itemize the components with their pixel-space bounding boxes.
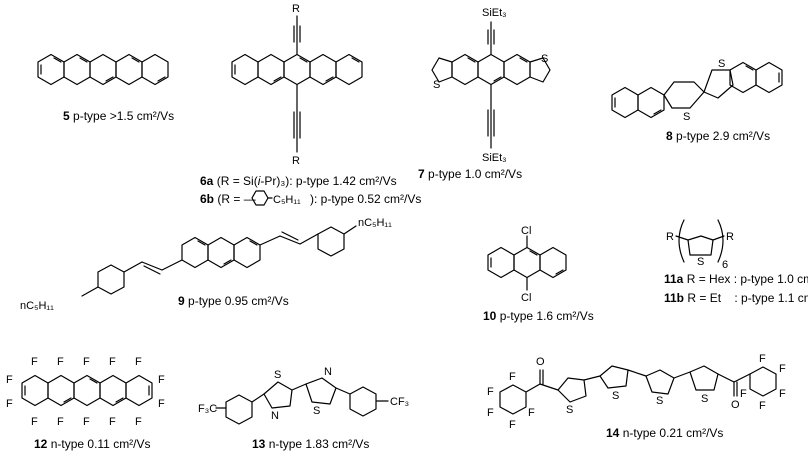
svg-text:F: F <box>779 388 786 400</box>
compound-11b-caption: 11b R = Et : p-type 1.1 cm²/Vs <box>664 291 808 305</box>
atom-S-7-right: S <box>541 53 548 65</box>
compound-6b-substituent: C₅H₁₁ <box>273 194 301 206</box>
atom-O-14-left: O <box>536 356 545 368</box>
atom-O-14-right: O <box>731 399 740 411</box>
svg-text:F: F <box>31 416 38 428</box>
svg-text:F: F <box>31 356 38 368</box>
compound-6a-caption: 6a (R = Si(i-Pr)₃): p-type 1.42 cm²/Vs <box>200 174 397 188</box>
atom-SiEt3-top: SiEt₃ <box>482 7 507 19</box>
compound-5-structure <box>37 53 169 86</box>
atom-S-8-bottom: S <box>683 111 690 123</box>
svg-text:F: F <box>135 356 142 368</box>
svg-text:F: F <box>779 363 786 375</box>
atom-S-13-left: S <box>274 369 281 381</box>
compound-14-structure <box>499 365 777 415</box>
svg-text:F: F <box>158 374 165 386</box>
svg-text:F: F <box>528 407 535 419</box>
compound-14-atoms: O O S S S S <box>536 356 740 416</box>
svg-text:F: F <box>740 388 747 400</box>
atom-R-11-right: R <box>726 231 734 243</box>
atom-R-top: R <box>292 3 300 15</box>
svg-text:F: F <box>109 356 116 368</box>
compound-11a-caption: 11a R = Hex : p-type 1.0 cm²/Vs <box>664 272 808 286</box>
compound-6b-caption-end: ): p-type 0.52 cm²/Vs <box>310 192 421 206</box>
atom-S-14-b: S <box>612 390 619 402</box>
svg-text:F: F <box>759 400 766 412</box>
svg-text:F: F <box>57 356 64 368</box>
compound-14-caption: 14 n-type 0.21 cm²/Vs <box>606 426 723 440</box>
atom-nC5H11-9-left: nC₅H₁₁ <box>20 300 54 312</box>
svg-text:F: F <box>6 398 13 410</box>
compound-14-fluorines: F F F F F F F F F F <box>487 353 786 431</box>
compound-12-structure <box>21 374 153 407</box>
repeat-count-11: 6 <box>722 259 728 271</box>
svg-text:F: F <box>57 416 64 428</box>
svg-text:F: F <box>509 419 516 431</box>
compound-7-caption: 7 p-type 1.0 cm²/Vs <box>418 167 522 181</box>
atom-S-14-d: S <box>701 393 708 405</box>
svg-text:F: F <box>135 416 142 428</box>
compound-11-structure <box>675 219 725 263</box>
atom-S-8-top: S <box>718 58 725 70</box>
atom-S-13-right: S <box>313 405 320 417</box>
svg-text:F: F <box>487 407 494 419</box>
atom-N-13-left: N <box>271 410 279 422</box>
compound-13-caption: 13 n-type 1.83 cm²/Vs <box>252 437 369 451</box>
compound-6-structure <box>231 15 363 153</box>
atom-SiEt3-bottom: SiEt₃ <box>482 152 507 164</box>
svg-text:F: F <box>759 353 766 365</box>
compound-13-structure <box>215 377 389 425</box>
atom-CF3-13: CF₃ <box>390 396 409 408</box>
compound-9-caption: 9 p-type 0.95 cm²/Vs <box>178 294 289 308</box>
compound-12-caption: 12 n-type 0.11 cm²/Vs <box>34 437 151 451</box>
svg-text:F: F <box>6 374 13 386</box>
compound-7-structure <box>431 21 551 149</box>
atom-R-bottom: R <box>292 155 300 167</box>
svg-text:F: F <box>109 416 116 428</box>
compound-10-caption: 10 p-type 1.6 cm²/Vs <box>483 309 594 323</box>
atom-S-14-a: S <box>566 404 573 416</box>
svg-text:F: F <box>83 356 90 368</box>
atom-Cl-10-bottom: Cl <box>521 292 531 304</box>
compound-6b-phenyl-substituent <box>251 190 273 206</box>
atom-N-13-right: N <box>324 366 332 378</box>
compound-8-caption: 8 p-type 2.9 cm²/Vs <box>666 129 770 143</box>
svg-text:F: F <box>487 386 494 398</box>
compound-12-fluorines: F F F F F F F F F F F F F F <box>6 356 165 428</box>
svg-text:F: F <box>83 416 90 428</box>
atom-F3C-13: F₃C <box>198 403 217 415</box>
compound-5-caption: 5 p-type >1.5 cm²/Vs <box>63 109 174 123</box>
compound-9-structure <box>81 225 357 297</box>
svg-text:F: F <box>158 398 165 410</box>
compound-6b-caption-start: 6b (R = — <box>200 192 256 206</box>
atom-S-7-left: S <box>433 79 440 91</box>
compound-10-structure <box>487 235 567 291</box>
atom-Cl-10-top: Cl <box>521 225 531 237</box>
svg-text:F: F <box>509 371 516 383</box>
atom-S-11: S <box>697 256 704 268</box>
atom-R-11-left: R <box>666 231 674 243</box>
atom-S-14-c: S <box>656 395 663 407</box>
atom-nC5H11-9-right: nC₅H₁₁ <box>358 217 392 229</box>
compound-8-structure <box>611 61 783 119</box>
